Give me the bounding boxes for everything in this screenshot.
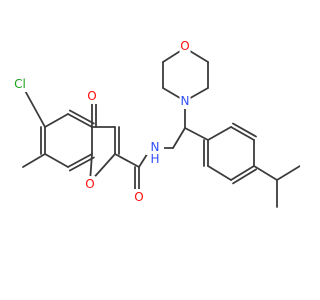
morpholine-nitrogen-atom: N — [179, 93, 191, 109]
ring-oxygen-atom-background — [84, 176, 96, 192]
chlorine-atom: Cl — [11, 76, 29, 92]
bond-43 — [276, 165, 300, 181]
bond-34 — [230, 126, 255, 141]
keto-oxygen-atom: O — [86, 88, 98, 104]
chlorine-atom-background — [11, 76, 29, 92]
amide-nitrogen-atom-background — [146, 139, 164, 155]
keto-oxygen-atom-text: O — [87, 89, 96, 103]
amide-nitrogen-atom: NH — [146, 139, 164, 166]
bond-19 — [114, 153, 140, 168]
bond-4 — [67, 153, 93, 168]
bond-5 — [69, 156, 95, 172]
morpholine-nitrogen-atom-text: N — [181, 94, 190, 108]
bond-0 — [44, 113, 69, 128]
amide-nitrogen-atom-hydrogen: H — [150, 152, 159, 166]
morpholine-oxygen-atom: O — [179, 38, 191, 54]
amide-oxygen-atom-text: O — [134, 190, 143, 204]
bond-39 — [207, 165, 232, 181]
bond-33 — [207, 126, 232, 141]
amide-oxygen-atom-background — [133, 189, 145, 205]
bond-42 — [253, 165, 278, 181]
bond-10 — [22, 153, 46, 168]
ring-oxygen-atom-text: O — [85, 177, 94, 191]
bond-8 — [69, 109, 95, 125]
morpholine-nitrogen-atom-background — [179, 93, 191, 109]
bond-3 — [44, 153, 69, 168]
keto-oxygen-atom-background — [86, 88, 98, 104]
amide-oxygen-atom: O — [133, 189, 145, 205]
bond-layer — [22, 47, 300, 208]
bond-9 — [22, 86, 46, 128]
bond-35 — [232, 122, 257, 138]
bond-24 — [172, 127, 186, 149]
amide-nitrogen-atom-text: N — [151, 140, 160, 154]
morpholine-oxygen-atom-text: O — [180, 39, 189, 53]
ring-oxygen-atom: O — [84, 176, 96, 192]
chlorine-atom-text: Cl — [14, 77, 26, 91]
morpholine-oxygen-atom-background — [179, 38, 191, 54]
bond-7 — [67, 113, 93, 128]
bond-37 — [230, 165, 255, 181]
bond-38 — [232, 168, 257, 185]
bond-32 — [184, 127, 209, 141]
